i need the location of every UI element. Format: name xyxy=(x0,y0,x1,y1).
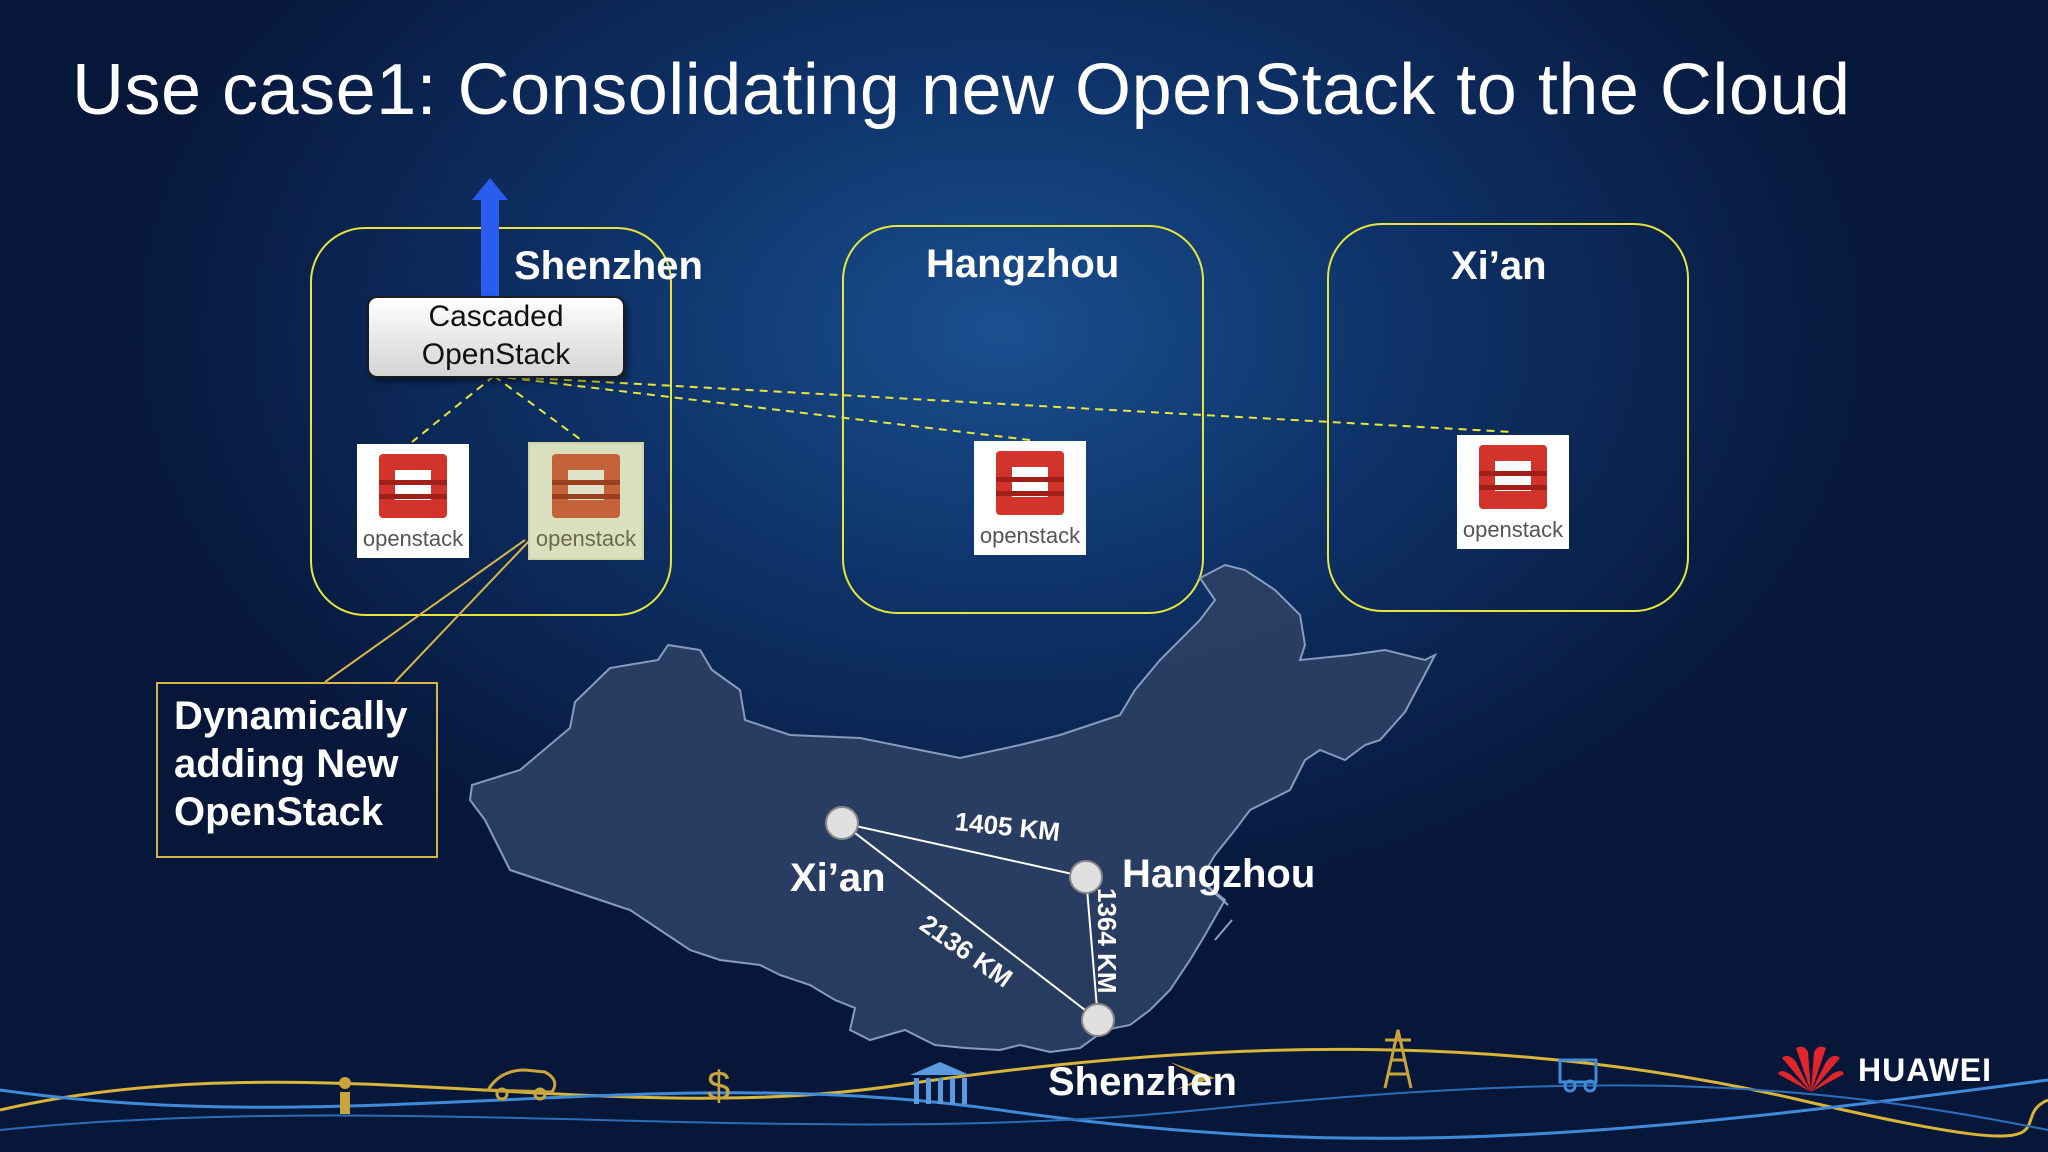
region-label-hangzhou: Hangzhou xyxy=(926,242,1120,286)
callout-line1: Dynamically xyxy=(174,694,408,738)
map-city-xian: Xi’an xyxy=(790,856,886,900)
openstack-logo-text: openstack xyxy=(980,523,1081,548)
region-box-xian xyxy=(1327,223,1689,612)
map-city-hangzhou: Hangzhou xyxy=(1122,852,1316,896)
tower-icon xyxy=(1383,1029,1413,1089)
plane-icon xyxy=(1170,1062,1215,1090)
bank-icon xyxy=(910,1062,970,1104)
region-label-xian: Xi’an xyxy=(1451,244,1547,288)
city-node-hangzhou xyxy=(1069,860,1103,894)
openstack-logo: openstack xyxy=(1457,435,1569,549)
callout-line3: OpenStack xyxy=(174,790,383,834)
openstack-logo-text: openstack xyxy=(536,526,637,551)
openstack-logo-new: openstack xyxy=(528,442,644,560)
distance-hangzhou-shenzhen: 1364 KM xyxy=(1092,888,1122,994)
map-city-shenzhen: Shenzhen xyxy=(1048,1060,1237,1104)
openstack-logo-text: openstack xyxy=(363,526,464,551)
brand-name: HUAWEI xyxy=(1858,1052,1992,1088)
china-outline xyxy=(468,563,1438,1054)
cascaded-label-line2: OpenStack xyxy=(421,338,571,371)
city-node-xian xyxy=(825,806,859,840)
city-node-shenzhen xyxy=(1081,1003,1115,1037)
cascaded-label-line1: Cascaded xyxy=(428,300,564,333)
vehicle-icon xyxy=(1558,1058,1598,1093)
wave-yellow xyxy=(0,1047,2048,1138)
china-coast-detail xyxy=(1199,879,1233,941)
openstack-logo-text: openstack xyxy=(1463,517,1564,542)
callout-line2: adding New xyxy=(174,742,399,786)
region-label-shenzhen: Shenzhen xyxy=(514,244,703,288)
openstack-logo: openstack xyxy=(974,441,1086,555)
car-icon xyxy=(485,1068,557,1101)
wave-blue xyxy=(0,1078,2048,1140)
dollar-icon: $ xyxy=(707,1062,730,1109)
openstack-logo: openstack xyxy=(357,444,469,558)
slide-title: Use case1: Consolidating new OpenStack t… xyxy=(72,50,1851,130)
callout-box: Dynamically adding New OpenStack xyxy=(156,682,438,858)
huawei-logo-icon xyxy=(1778,1046,1844,1092)
person-icon xyxy=(339,1077,351,1114)
region-box-hangzhou xyxy=(842,225,1204,614)
up-arrow-icon xyxy=(472,178,508,296)
wave-blue-2 xyxy=(0,1084,2048,1131)
cascaded-openstack-box: Cascaded OpenStack xyxy=(367,296,625,378)
